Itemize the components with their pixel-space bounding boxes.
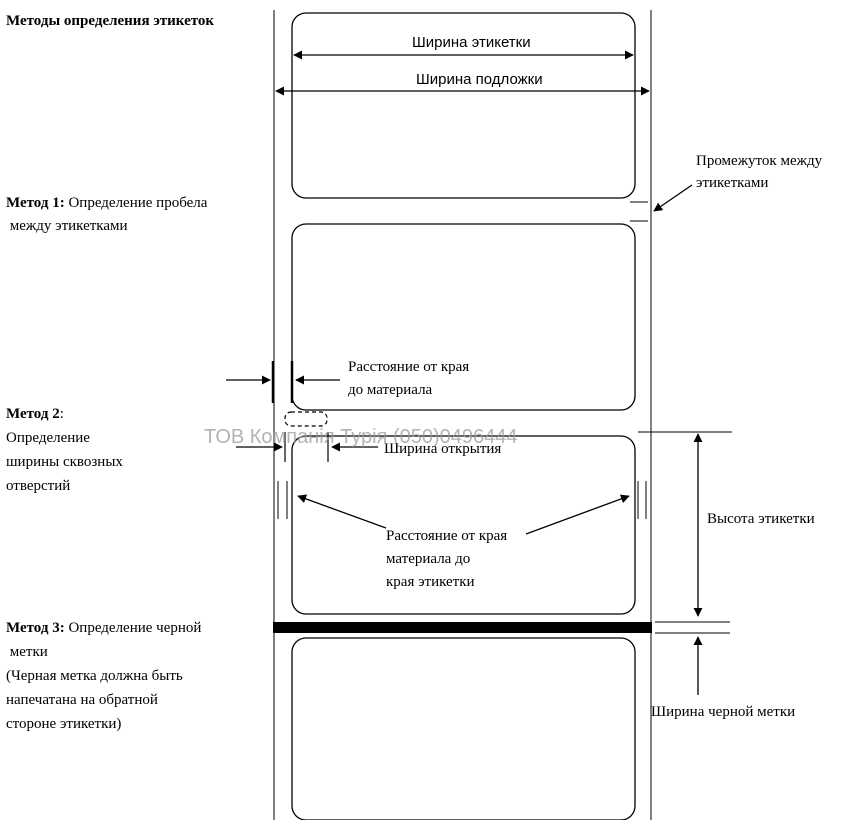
method2-colon: : [60, 406, 64, 422]
label-edge-arrow-left [297, 494, 387, 529]
edge-distance-line2: до материала [348, 382, 433, 398]
label-edge-line2: материала до [386, 551, 470, 567]
label-4 [291, 637, 636, 821]
liner-width-text: Ширина подложки [416, 71, 543, 88]
method3-line3: (Черная метка должна быть [6, 668, 183, 684]
label-2 [291, 223, 636, 411]
diagram-title: Методы определения этикеток [6, 13, 214, 29]
label-height-text: Высота этикетки [707, 511, 815, 527]
method1-prefix: Метод 1: [6, 195, 65, 211]
label-edge-arrow-right [525, 494, 630, 535]
label-edge-line3: края этикетки [386, 574, 475, 590]
gap-pointer-arrow [653, 184, 693, 212]
label-1 [291, 12, 636, 199]
label-width-text: Ширина этикетки [412, 34, 531, 51]
method2-line1: Метод 2: [6, 406, 64, 422]
watermark-text: ТОВ Компанія Турія (050)0496444 [204, 426, 518, 448]
gap-text-line1: Промежуток между [696, 153, 823, 169]
gap-text-line2: этикетками [696, 175, 768, 191]
method2-line4: отверстий [6, 478, 70, 494]
method3-line2: метки [6, 644, 48, 660]
edge-distance-line1: Расстояние от края [348, 359, 469, 375]
method3-line1: Метод 3: Определение черной [6, 620, 201, 636]
through-hole [284, 411, 328, 427]
label-3 [291, 435, 636, 615]
black-mark-width-text: Ширина черной метки [651, 704, 795, 720]
method3-prefix: Метод 3: [6, 620, 65, 636]
opening-width-text: Ширина открытия [384, 441, 501, 457]
label-edge-line1: Расстояние от края [386, 528, 507, 544]
method3-desc: Определение черной [65, 620, 202, 636]
method3-line4: напечатана на обратной [6, 692, 158, 708]
method3-line5: стороне этикетки) [6, 716, 121, 732]
method1-desc: Определение пробела [65, 195, 208, 211]
black-mark [273, 622, 652, 633]
method2-line3: ширины сквозных [6, 454, 123, 470]
method2-line2: Определение [6, 430, 90, 446]
method1-line2: между этикетками [6, 218, 128, 234]
method1-line1: Метод 1: Определение пробела [6, 195, 208, 211]
method2-prefix: Метод 2 [6, 406, 60, 422]
